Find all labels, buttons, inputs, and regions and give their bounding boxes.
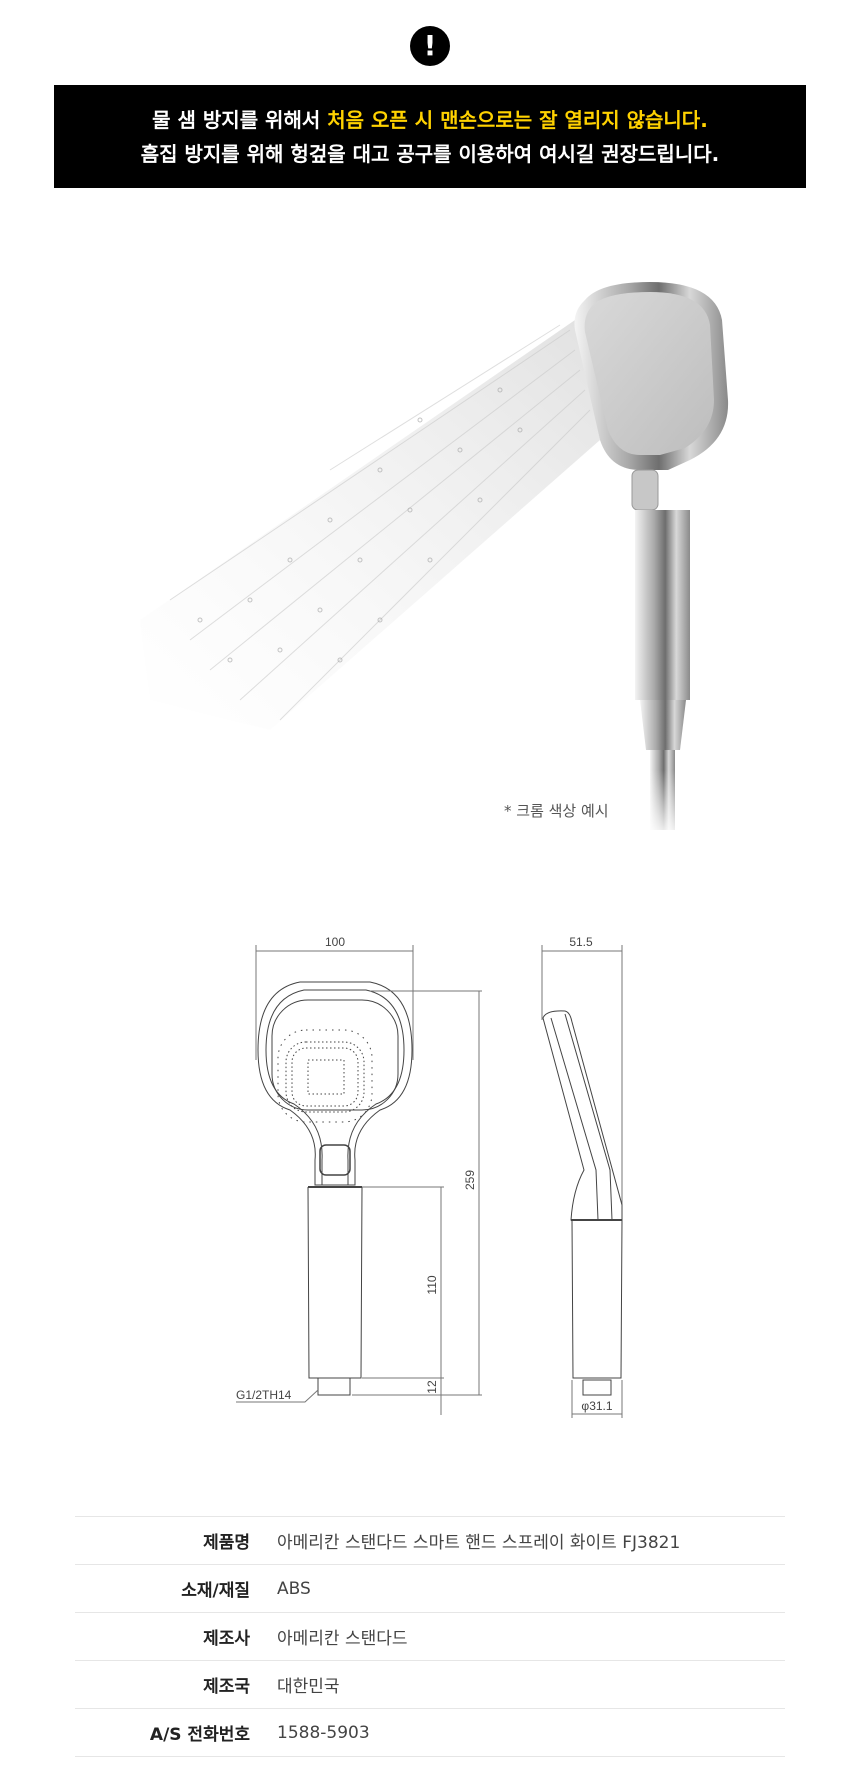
exclamation-icon: ! (410, 26, 450, 66)
dim-handle-length: 110 (425, 1275, 439, 1294)
dim-front-width: 100 (325, 935, 345, 949)
notice-line-2: 흠집 방지를 위해 헝겊을 대고 공구를 이용하여 여시길 권장드립니다. (140, 141, 720, 166)
spec-label: 제품명 (75, 1516, 277, 1565)
photo-caption: * 크롬 색상 예시 (504, 802, 609, 820)
table-row: A/S 전화번호 1588-5903 (75, 1708, 785, 1757)
dim-total-height: 259 (463, 1170, 477, 1190)
spec-table: 제품명 아메리칸 스탠다드 스마트 핸드 스프레이 화이트 FJ3821 소재/… (75, 1516, 785, 1757)
spec-value: ABS (277, 1564, 785, 1613)
dim-handle-diameter: φ31.1 (581, 1399, 612, 1413)
water-spray (140, 320, 600, 730)
notice-text: 물 샘 방지를 위해서 (152, 107, 328, 132)
spec-label: 제조국 (75, 1660, 277, 1709)
spec-label: 소재/재질 (75, 1564, 277, 1613)
spec-value: 대한민국 (277, 1660, 785, 1709)
spec-label: A/S 전화번호 (75, 1708, 277, 1757)
spec-value: 아메리칸 스탠다드 (277, 1612, 785, 1661)
notice-highlight: 처음 오픈 시 맨손으로는 잘 열리지 않습니다. (327, 107, 708, 132)
dim-side-depth: 51.5 (569, 935, 593, 949)
notice-line-1: 물 샘 방지를 위해서 처음 오픈 시 맨손으로는 잘 열리지 않습니다. (54, 103, 806, 137)
spec-label: 제조사 (75, 1612, 277, 1661)
table-row: 제조국 대한민국 (75, 1660, 785, 1709)
table-row: 소재/재질 ABS (75, 1564, 785, 1613)
shower-head (574, 282, 729, 840)
thread-label: G1/2TH14 (236, 1388, 292, 1402)
product-photo (140, 282, 729, 840)
notice-banner: 물 샘 방지를 위해서 처음 오픈 시 맨손으로는 잘 열리지 않습니다. 흠집… (54, 85, 806, 188)
table-row: 제품명 아메리칸 스탠다드 스마트 핸드 스프레이 화이트 FJ3821 (75, 1516, 785, 1565)
dim-connector-length: 12 (425, 1380, 439, 1394)
technical-drawing: 100 51.5 259 110 12 G1/2TH14 φ31.1 (236, 935, 623, 1418)
spec-value: 아메리칸 스탠다드 스마트 핸드 스프레이 화이트 FJ3821 (277, 1516, 785, 1565)
spec-value: 1588-5903 (277, 1708, 785, 1757)
table-row: 제조사 아메리칸 스탠다드 (75, 1612, 785, 1661)
